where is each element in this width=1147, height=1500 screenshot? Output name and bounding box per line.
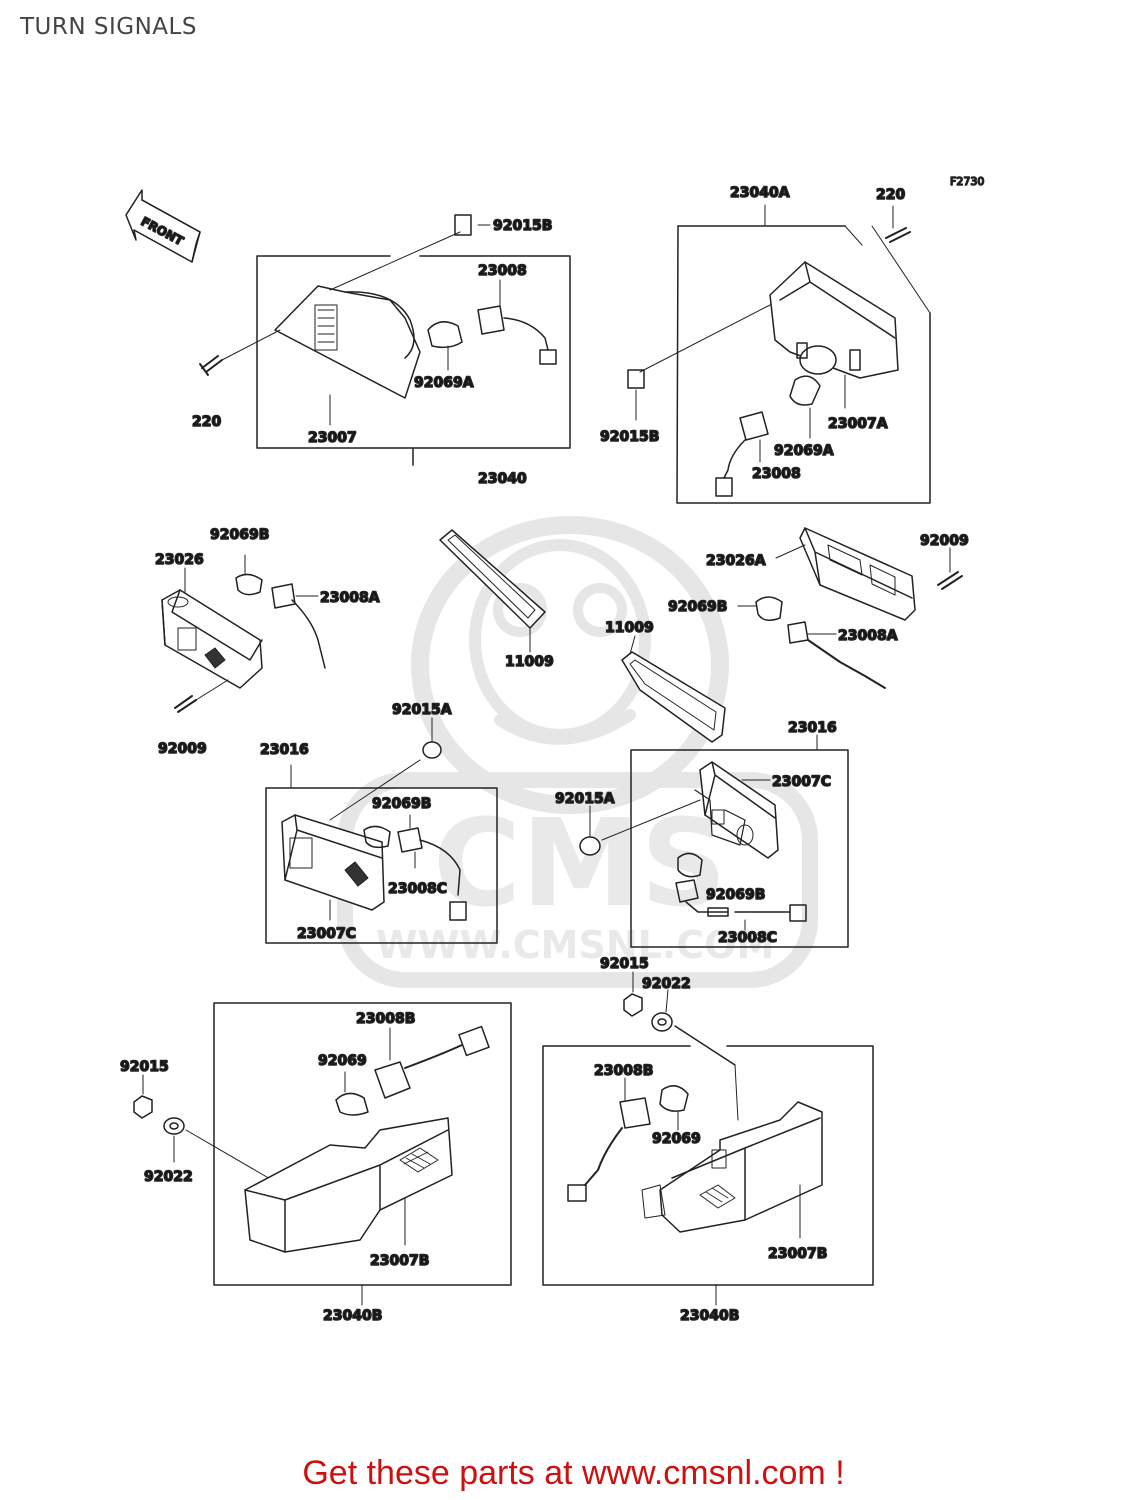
lamp-23026 <box>161 589 263 689</box>
label-92009-a: 92009 <box>158 741 207 757</box>
label-23016-a: 23016 <box>260 742 309 758</box>
bulb-92069b-a-icon <box>235 573 263 596</box>
assembly-23040b-a <box>133 1002 512 1306</box>
lamp-23007b-b <box>659 1101 823 1233</box>
label-92069-a: 92069 <box>318 1053 367 1069</box>
label-23007A: 23007A <box>828 416 888 432</box>
label-23008A-a: 23008A <box>320 590 380 606</box>
lamp-lens-23007 <box>274 285 421 399</box>
bulb-92069b-b-icon <box>755 596 783 621</box>
lamp-23007b-a <box>244 1117 453 1253</box>
footer-promo-link[interactable]: Get these parts at www.cmsnl.com ! <box>302 1454 845 1492</box>
nut-92015a-b-icon <box>579 836 601 856</box>
label-92069B-c: 92069B <box>372 796 431 812</box>
socket-23008b-a-icon <box>374 1061 411 1099</box>
washer-92022-b-icon <box>651 1012 673 1032</box>
clip-92015b-b-icon <box>627 369 645 389</box>
clip-92015b-icon <box>454 214 472 236</box>
screw-92009-a-icon <box>174 695 197 713</box>
socket-23008a-a-icon <box>271 583 296 609</box>
label-23026A: 23026A <box>706 553 766 569</box>
watermark-logo-text: CMS <box>433 795 727 934</box>
bulb-92069b-d-icon <box>677 852 703 878</box>
label-220-b: 220 <box>876 187 905 203</box>
label-92069B-d: 92069B <box>706 887 765 903</box>
label-23026: 23026 <box>155 552 204 568</box>
label-23008C-a: 23008C <box>388 881 447 897</box>
screw-220-b-icon <box>885 227 911 243</box>
socket-23008-b-icon <box>739 411 769 441</box>
label-23008B-b: 23008B <box>594 1063 653 1079</box>
label-11009-a: 11009 <box>505 654 554 670</box>
label-23040A: 23040A <box>730 185 790 201</box>
label-23007C-b: 23007C <box>772 774 831 790</box>
bulb-92069a-icon <box>427 321 463 349</box>
label-92015A-a: 92015A <box>392 702 452 718</box>
socket-23008b-b-icon <box>619 1097 651 1129</box>
assembly-23026 <box>161 554 326 713</box>
assembly-23016-b <box>579 734 849 948</box>
nut-92015-a-icon <box>133 1095 153 1119</box>
label-23008B-a: 23008B <box>356 1011 415 1027</box>
label-92015-b: 92015 <box>600 956 649 972</box>
label-23040B-a: 23040B <box>323 1308 382 1324</box>
bulb-92069-b-icon <box>659 1085 689 1112</box>
assembly-23016-a <box>265 717 498 944</box>
washer-92022-a-icon <box>163 1117 185 1135</box>
label-92069B-a: 92069B <box>210 527 269 543</box>
label-23007B-a: 23007B <box>370 1253 429 1269</box>
label-23007C-a: 23007C <box>297 926 356 942</box>
label-23008C-b: 23008C <box>718 930 777 946</box>
label-92069A-a: 92069A <box>414 375 474 391</box>
label-92015B-a: 92015B <box>493 218 552 234</box>
label-23007: 23007 <box>308 430 357 446</box>
screw-220-icon <box>199 355 223 376</box>
label-92069B-b: 92069B <box>668 599 727 615</box>
parts-diagram: CMS WWW.CMSNL.COM FRONT F2730 92015B <box>119 174 985 1325</box>
label-92015B-b: 92015B <box>600 429 659 445</box>
label-23008-a: 23008 <box>478 263 527 279</box>
label-220-a: 220 <box>192 414 221 430</box>
page-title: TURN SIGNALS <box>20 14 197 40</box>
lamp-housing-23007a <box>769 261 899 379</box>
bulb-92069-a-icon <box>335 1092 369 1116</box>
label-23040: 23040 <box>478 471 527 487</box>
label-11009-b: 11009 <box>605 620 654 636</box>
screw-92009-b-icon <box>937 571 963 590</box>
gasket-11009-b <box>621 635 726 743</box>
label-92022-a: 92022 <box>144 1169 193 1185</box>
label-23008-b: 23008 <box>752 466 801 482</box>
socket-23008a-b-icon <box>787 621 809 644</box>
figure-code: F2730 <box>950 175 984 188</box>
bulb-92069a-b-icon <box>789 375 821 406</box>
label-23008A-b: 23008A <box>838 628 898 644</box>
nut-92015a-a-icon <box>422 741 442 759</box>
label-92069-b: 92069 <box>652 1131 701 1147</box>
label-92022-b: 92022 <box>642 976 691 992</box>
assembly-23040a <box>627 204 931 504</box>
front-arrow-icon: FRONT <box>125 189 201 263</box>
bulb-92069b-c-icon <box>363 825 391 849</box>
label-92009-b: 92009 <box>920 533 969 549</box>
assembly-23026a <box>737 527 963 689</box>
nut-92015-b-icon <box>623 993 643 1017</box>
label-92069A-b: 92069A <box>774 443 834 459</box>
label-23007B-b: 23007B <box>768 1246 827 1262</box>
label-92015A-b: 92015A <box>555 791 615 807</box>
socket-23008c-a-icon <box>397 827 423 853</box>
socket-23008-icon <box>477 305 505 335</box>
socket-23008c-b-icon <box>675 879 699 903</box>
label-23040B-b: 23040B <box>680 1308 739 1324</box>
label-92015-a: 92015 <box>120 1059 169 1075</box>
assembly-23040 <box>199 214 571 466</box>
watermark-url: WWW.CMSNL.COM <box>376 923 775 967</box>
assembly-23040b-b <box>542 971 874 1306</box>
lamp-23026a <box>799 527 916 621</box>
gasket-11009 <box>439 529 546 653</box>
label-23016-b: 23016 <box>788 720 837 736</box>
